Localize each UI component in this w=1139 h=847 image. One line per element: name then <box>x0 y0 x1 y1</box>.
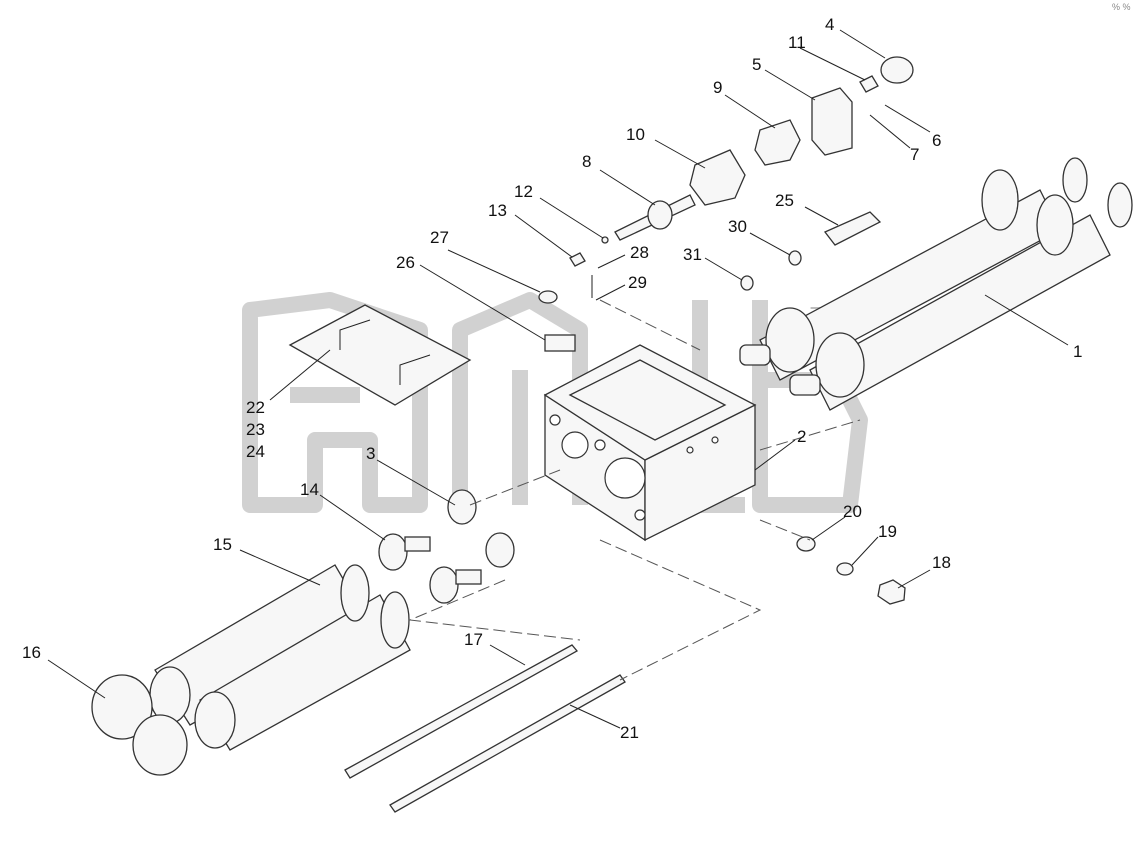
washer-20 <box>796 536 816 552</box>
callout-21: 21 <box>620 723 639 742</box>
callout-4: 4 <box>825 15 834 34</box>
callout-22: 22 <box>246 398 265 417</box>
callout-labels: 1 2 3 4 5 6 7 8 9 10 11 12 13 14 15 16 1… <box>22 15 1082 742</box>
callout-12: 12 <box>514 182 533 201</box>
cover-plate <box>288 304 472 406</box>
housing-block <box>543 344 757 542</box>
left-couplings <box>378 489 515 604</box>
callout-1: 1 <box>1073 342 1082 361</box>
hydraulic-cylinders <box>739 157 1133 411</box>
upper-small-parts <box>538 56 914 352</box>
callout-3: 3 <box>366 444 375 463</box>
callout-31: 31 <box>683 245 702 264</box>
leader-lines <box>47 29 1069 729</box>
callout-29: 29 <box>628 273 647 292</box>
callout-15: 15 <box>213 535 232 554</box>
callout-7: 7 <box>910 145 919 164</box>
corner-mark: % % <box>1112 2 1131 12</box>
tie-rod-21 <box>389 674 626 813</box>
callout-13: 13 <box>488 201 507 220</box>
nut-18 <box>877 579 906 605</box>
callout-26: 26 <box>396 253 415 272</box>
tie-rod-17 <box>344 644 579 779</box>
callout-16: 16 <box>22 643 41 662</box>
callout-20: 20 <box>843 502 862 521</box>
callout-11: 11 <box>788 33 806 52</box>
callout-30: 30 <box>728 217 747 236</box>
callout-23: 23 <box>246 420 265 439</box>
callout-5: 5 <box>752 55 761 74</box>
callout-19: 19 <box>878 522 897 541</box>
left-cylinder-tubes <box>149 564 411 751</box>
callout-6: 6 <box>932 131 941 150</box>
assembly-guide-lines <box>408 299 861 681</box>
callout-8: 8 <box>582 152 591 171</box>
callout-9: 9 <box>713 78 722 97</box>
callout-24: 24 <box>246 442 265 461</box>
callout-10: 10 <box>626 125 645 144</box>
callout-2: 2 <box>797 427 806 446</box>
end-cap-2 <box>132 714 188 776</box>
callout-17: 17 <box>464 630 483 649</box>
end-cap-1 <box>91 674 153 740</box>
callout-25: 25 <box>775 191 794 210</box>
washer-19 <box>836 562 854 576</box>
callout-14: 14 <box>300 480 319 499</box>
callout-28: 28 <box>630 243 649 262</box>
callout-18: 18 <box>932 553 951 572</box>
callout-27: 27 <box>430 228 449 247</box>
